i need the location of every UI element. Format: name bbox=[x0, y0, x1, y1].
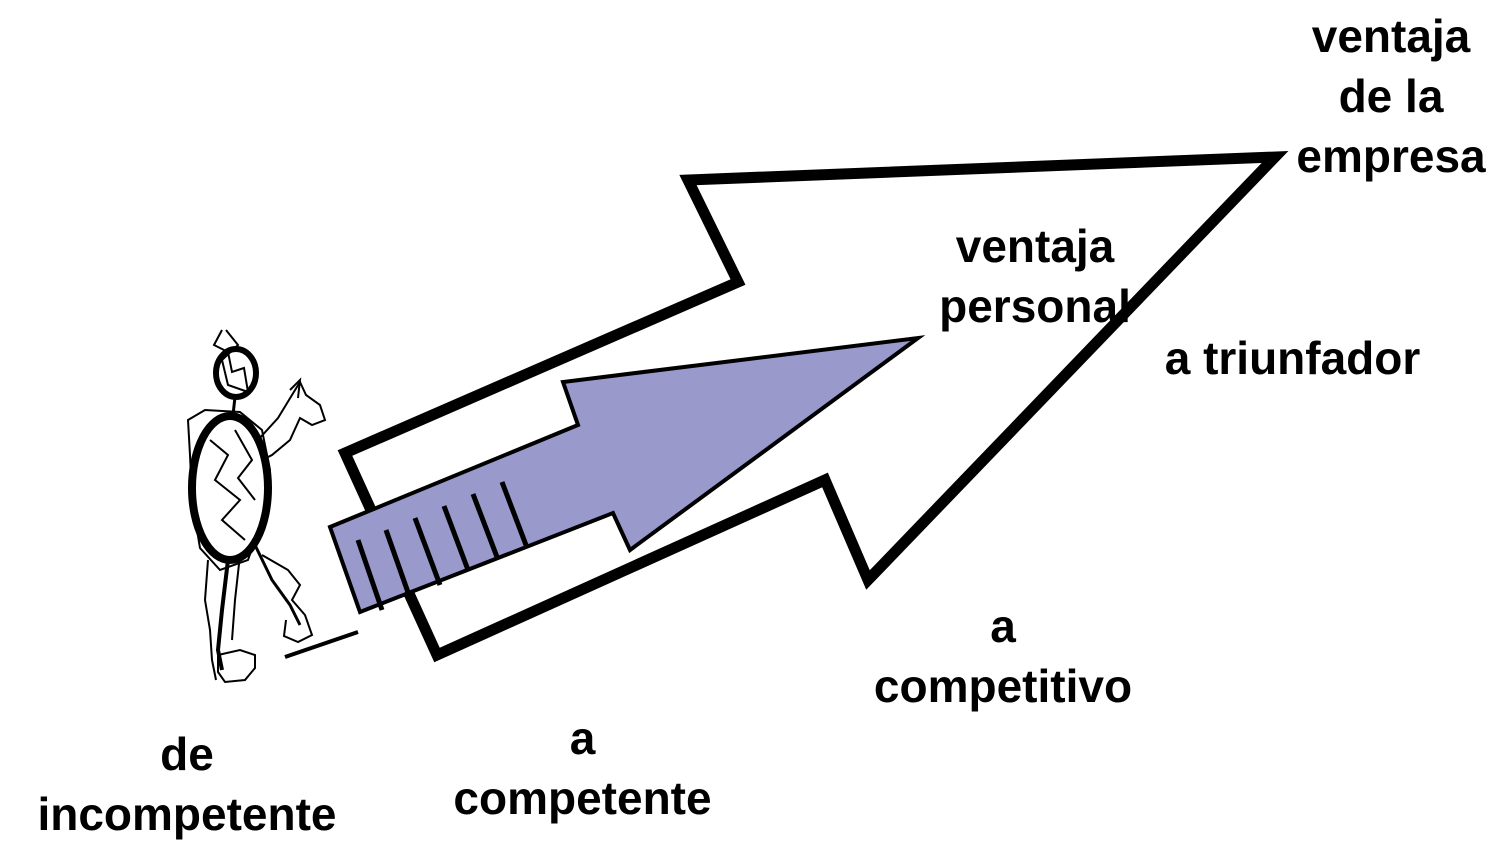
label-competente-line: competente bbox=[453, 772, 712, 824]
label-competitivo: a competitivo bbox=[848, 596, 1158, 716]
label-competitivo-line: a bbox=[990, 600, 1016, 652]
label-competitivo-line: competitivo bbox=[873, 660, 1133, 712]
inner-arrow-stripes bbox=[355, 481, 529, 611]
label-ventaja-personal-line: ventaja bbox=[955, 220, 1115, 272]
label-ventaja-empresa-line: ventaja bbox=[1311, 10, 1471, 62]
label-ventaja-personal: ventaja personal bbox=[915, 216, 1155, 336]
ground-line bbox=[284, 630, 359, 659]
label-ventaja-personal-line: personal bbox=[939, 280, 1131, 332]
label-triunfador-line: a triunfador bbox=[1164, 332, 1421, 384]
label-incompetente: de incompetente bbox=[12, 724, 362, 844]
label-ventaja-empresa-line: de la bbox=[1338, 70, 1444, 122]
label-ventaja-empresa: ventaja de la empresa bbox=[1282, 6, 1500, 186]
inner-arrow bbox=[327, 335, 926, 615]
label-competente-line: a bbox=[569, 712, 596, 764]
label-competente: a competente bbox=[425, 708, 740, 828]
label-triunfador: a triunfador bbox=[1140, 328, 1445, 388]
label-ventaja-empresa-line: empresa bbox=[1296, 130, 1486, 182]
sketch-person-icon bbox=[186, 329, 327, 684]
label-incompetente-line: incompetente bbox=[37, 788, 337, 840]
label-incompetente-line: de bbox=[160, 728, 214, 780]
